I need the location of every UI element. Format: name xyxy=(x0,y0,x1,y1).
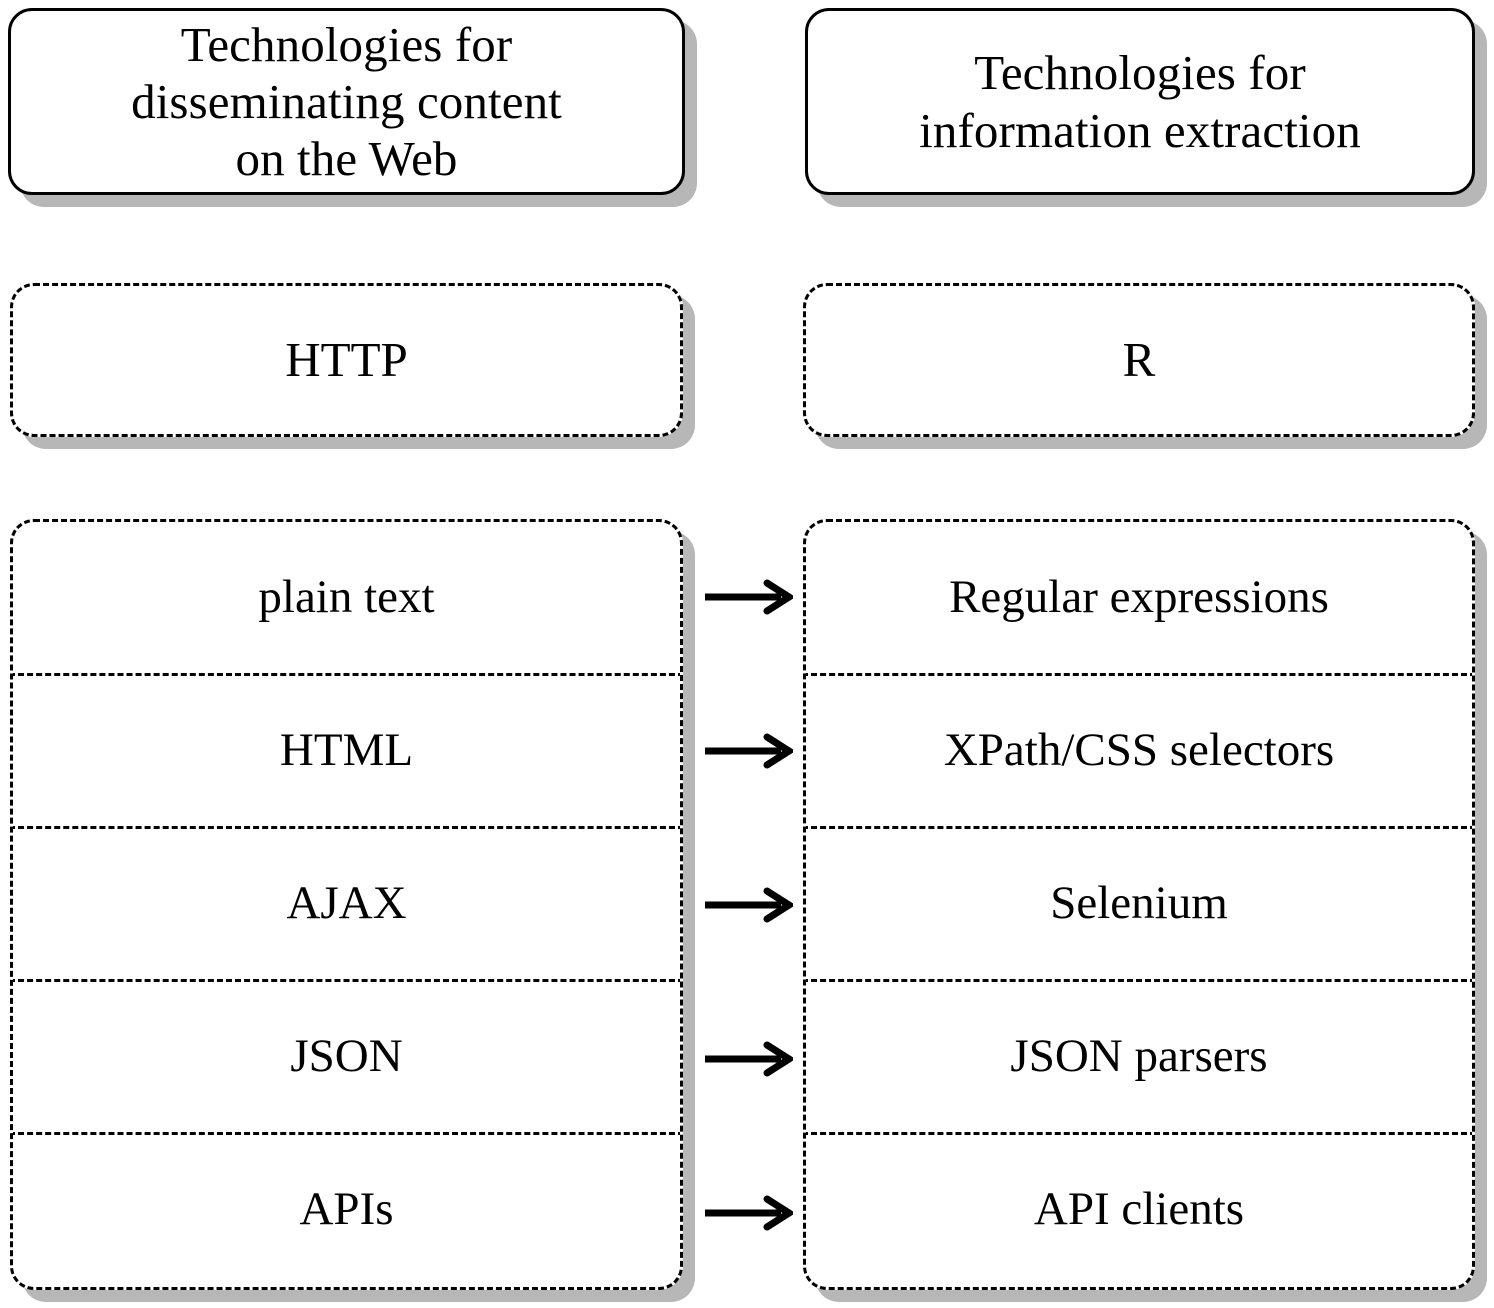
left-header-box: Technologies for disseminating content o… xyxy=(8,8,685,195)
r-box: R xyxy=(803,283,1475,437)
left-table-row: APIs xyxy=(13,1132,680,1287)
right-table-box: Regular expressions XPath/CSS selectors … xyxy=(803,519,1475,1290)
r-box-label: R xyxy=(1122,332,1156,388)
right-item-label: XPath/CSS selectors xyxy=(943,723,1335,776)
left-table-box: plain text HTML AJAX JSON APIs xyxy=(10,519,683,1290)
connection-arrow-icon xyxy=(703,1039,793,1079)
left-table-row: JSON xyxy=(13,979,680,1134)
left-item-label: plain text xyxy=(258,570,435,623)
connection-arrow-icon xyxy=(703,885,793,925)
right-header-box: Technologies for information extraction xyxy=(805,8,1475,195)
right-table-row: XPath/CSS selectors xyxy=(806,673,1472,828)
left-item-label: APIs xyxy=(299,1182,394,1235)
left-item-label: AJAX xyxy=(286,876,407,929)
connection-arrow-icon xyxy=(703,1193,793,1233)
left-item-label: JSON xyxy=(290,1029,403,1082)
right-item-label: Regular expressions xyxy=(949,570,1329,623)
left-table-row: plain text xyxy=(13,522,680,675)
right-item-label: API clients xyxy=(1033,1182,1245,1235)
right-table-row: Regular expressions xyxy=(806,522,1472,675)
right-header-label: Technologies for information extraction xyxy=(919,45,1361,158)
right-table-row: Selenium xyxy=(806,826,1472,981)
connection-arrow-icon xyxy=(703,731,793,771)
left-table-row: AJAX xyxy=(13,826,680,981)
right-item-label: Selenium xyxy=(1050,876,1228,929)
left-item-label: HTML xyxy=(279,723,414,776)
left-table-row: HTML xyxy=(13,673,680,828)
right-table-row: API clients xyxy=(806,1132,1472,1287)
right-table-row: JSON parsers xyxy=(806,979,1472,1134)
left-header-label: Technologies for disseminating content o… xyxy=(131,16,562,187)
http-box-label: HTTP xyxy=(285,332,408,388)
right-item-label: JSON parsers xyxy=(1010,1029,1268,1082)
http-box: HTTP xyxy=(10,283,683,437)
connection-arrow-icon xyxy=(703,577,793,617)
